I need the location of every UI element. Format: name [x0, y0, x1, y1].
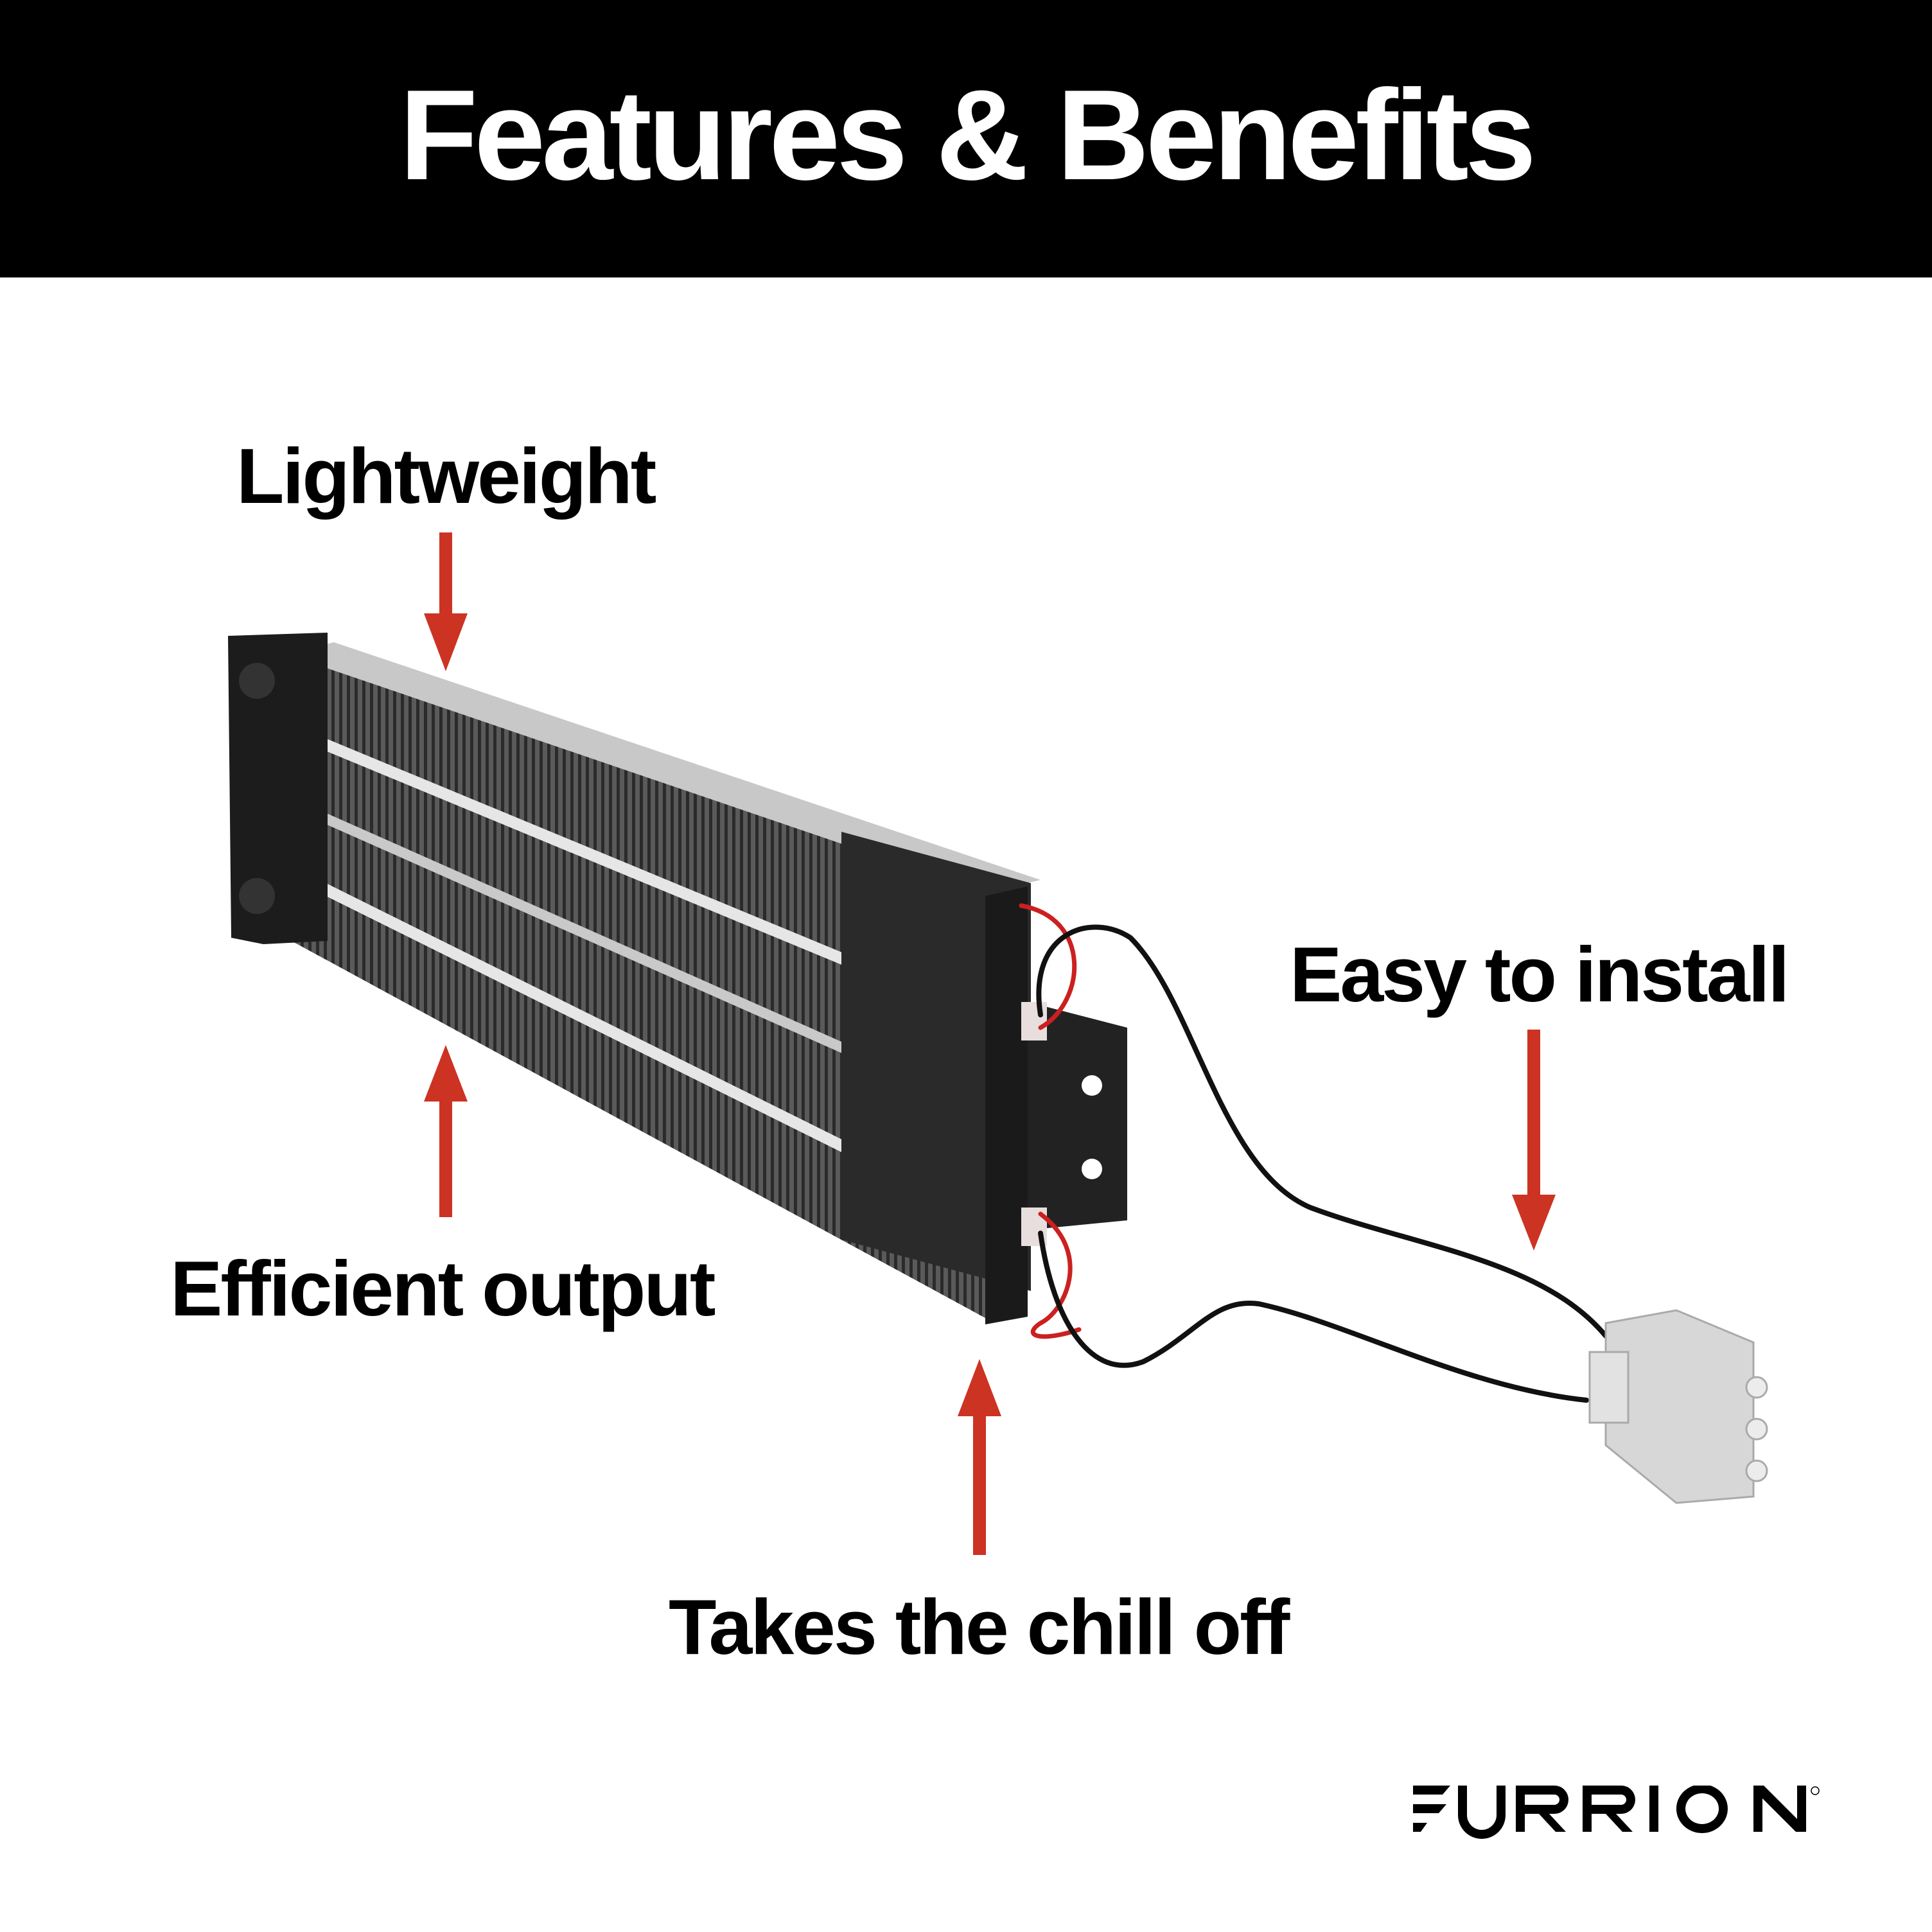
- power-cable: [1019, 903, 1608, 1403]
- arrow-lightweight: [424, 532, 468, 671]
- header-banner: Features & Benefits: [0, 0, 1932, 277]
- callout-lightweight: Lightweight: [236, 432, 656, 520]
- arrow-efficient-output: [424, 1045, 468, 1217]
- heater-element: [228, 633, 1127, 1324]
- callout-takes-the-chill-off: Takes the chill off: [669, 1583, 1290, 1671]
- arrow-takes-the-chill-off: [958, 1359, 1001, 1555]
- callout-efficient-output: Efficient output: [170, 1245, 716, 1332]
- furrion-logo: [1413, 1786, 1820, 1839]
- arrow-easy-to-install: [1512, 1030, 1556, 1251]
- page-title: Features & Benefits: [399, 64, 1536, 207]
- connector-plug: [1588, 1309, 1768, 1504]
- callout-easy-to-install: Easy to install: [1290, 931, 1789, 1018]
